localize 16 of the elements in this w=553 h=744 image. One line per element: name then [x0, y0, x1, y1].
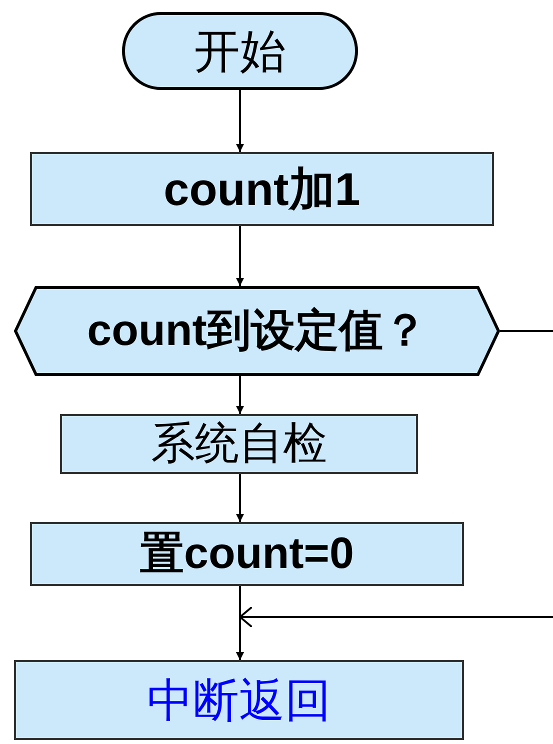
process-box [30, 152, 494, 226]
arrow [236, 474, 244, 522]
arrow [236, 90, 244, 152]
node-text: 系统自检 [151, 420, 327, 468]
process-box [30, 522, 464, 586]
node-text: count加1 [164, 164, 360, 214]
node-text: 中断返回 [147, 674, 331, 726]
arrow [236, 376, 244, 414]
node-text: 开始 [194, 26, 286, 76]
process-box [60, 414, 418, 474]
node-text: 置count=0 [140, 530, 354, 578]
arrow [236, 607, 553, 660]
decision-hexagon [14, 286, 500, 376]
arrow [236, 226, 244, 286]
process-box [14, 660, 464, 740]
node-text: count到设定值？ [87, 306, 427, 356]
